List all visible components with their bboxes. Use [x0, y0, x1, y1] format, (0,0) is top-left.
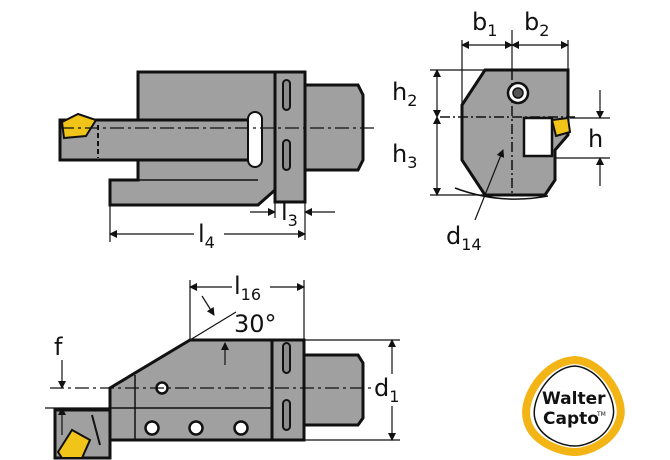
end-insert — [550, 116, 572, 138]
screw-2 — [188, 420, 204, 436]
f-label: f — [54, 333, 63, 361]
logo-line2: Capto — [543, 409, 599, 429]
d14-label: d14 — [446, 222, 482, 254]
shank — [303, 83, 365, 172]
walter-capto-logo: Walter Capto TM — [522, 355, 625, 457]
end-view: b1 b2 h2 h3 h d14 — [392, 8, 610, 254]
b2-label: b2 — [524, 8, 549, 40]
top-view: f l16 30° d1 — [45, 272, 400, 460]
h2-label: h2 — [392, 78, 417, 110]
boring-bar — [58, 118, 262, 162]
b1-label: b1 — [472, 8, 497, 40]
logo-line1: Walter — [542, 389, 606, 409]
side-view: l3 l4 — [58, 70, 375, 252]
h-label: h — [588, 125, 603, 153]
h3-label: h3 — [392, 140, 417, 172]
logo-tm: TM — [596, 411, 606, 418]
screw-1 — [144, 420, 160, 436]
screw-3 — [233, 420, 249, 436]
end-body — [460, 68, 570, 197]
angle-label: 30° — [234, 310, 277, 338]
l4-label: l4 — [198, 220, 215, 252]
top-insert — [56, 428, 92, 459]
l3-label: l3 — [281, 198, 298, 230]
d1-label: d1 — [374, 374, 399, 406]
top-shank — [302, 353, 365, 427]
l16-label: l16 — [234, 272, 261, 304]
